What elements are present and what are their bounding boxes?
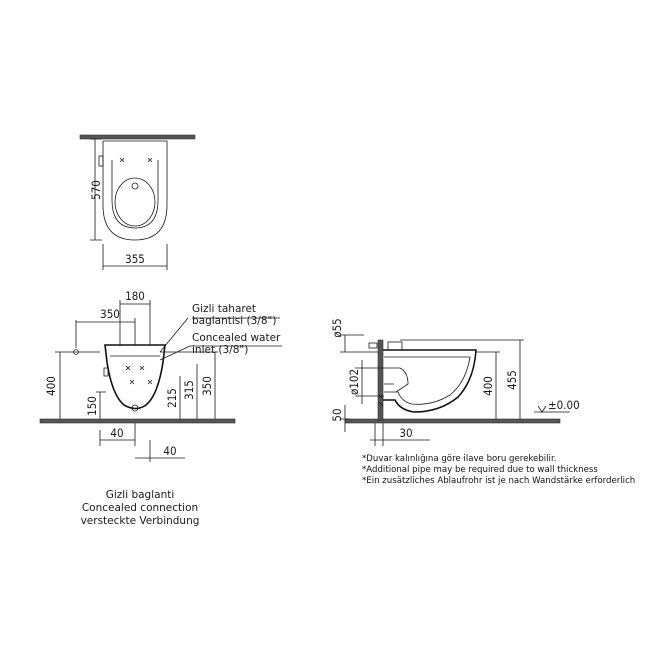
floor-level: ±0.00 bbox=[548, 398, 580, 412]
dim-line-400-side bbox=[476, 351, 500, 419]
dim-40-left: 40 bbox=[110, 426, 123, 440]
floor-strip bbox=[39, 418, 236, 424]
dim-line-150 bbox=[96, 391, 106, 419]
top-view: 570 355 bbox=[79, 134, 196, 270]
trap-path bbox=[384, 367, 409, 393]
side-inlet bbox=[103, 367, 109, 377]
dim-line-455 bbox=[400, 339, 524, 419]
bowl-side-outer bbox=[383, 349, 477, 413]
dim-315: 315 bbox=[182, 380, 196, 400]
dim-102: ø102 bbox=[347, 369, 361, 395]
fixing-marks bbox=[125, 365, 153, 385]
note-en: *Additional pipe may be required due to … bbox=[362, 465, 598, 475]
dim-line-depth bbox=[90, 138, 102, 241]
drain-point bbox=[131, 404, 139, 412]
dim-line-30 bbox=[370, 423, 430, 446]
callout-water-line2: inlet (3/8") bbox=[192, 344, 248, 356]
dim-150: 150 bbox=[85, 396, 99, 416]
dim-line-width bbox=[102, 244, 168, 270]
dim-line-350-side bbox=[160, 351, 218, 419]
callout-water-line1: Concealed water bbox=[192, 332, 281, 344]
top-connector bbox=[387, 341, 403, 351]
concealed-label-tr: Gizli baglanti bbox=[106, 489, 175, 501]
pipe-stub bbox=[368, 342, 378, 349]
note-tr: *Duvar kalınlığına göre ilave boru gerek… bbox=[362, 454, 556, 464]
dim-400: 400 bbox=[44, 376, 58, 396]
concealed-label-en: Concealed connection bbox=[82, 502, 198, 514]
concealed-label-de: versteckte Verbindung bbox=[81, 515, 200, 527]
bowl-outline bbox=[102, 140, 168, 241]
dim-line-55 bbox=[340, 334, 378, 353]
floor-strip-side bbox=[344, 418, 561, 424]
dim-400-side: 400 bbox=[481, 376, 495, 396]
callout-bidet-line2: baglantisi (3/8") bbox=[192, 315, 276, 327]
bowl-opening bbox=[114, 177, 156, 227]
dim-line-50 bbox=[340, 405, 350, 432]
dim-line-180 bbox=[119, 300, 151, 345]
floor-level-marker bbox=[534, 405, 570, 413]
dim-line-350-top bbox=[75, 318, 136, 348]
side-view: ø55 ø102 50 30 400 455 ±0.00 *Duvar kalı… bbox=[330, 318, 635, 486]
dim-30: 30 bbox=[399, 426, 412, 440]
callout-bidet-line1: Gizli taharet bbox=[192, 303, 256, 315]
dim-depth: 570 bbox=[89, 180, 103, 200]
dim-455: 455 bbox=[505, 370, 519, 390]
dim-line-40-left bbox=[99, 423, 136, 446]
wall-strip bbox=[79, 134, 196, 140]
dim-215: 215 bbox=[165, 388, 179, 408]
dim-40-right: 40 bbox=[163, 444, 176, 458]
bowl-side-inner bbox=[384, 356, 471, 405]
dim-180: 180 bbox=[125, 289, 145, 303]
callout-leaders bbox=[159, 317, 282, 361]
dim-line-102 bbox=[355, 360, 384, 404]
wall-section bbox=[377, 339, 384, 421]
dim-350-side: 350 bbox=[200, 376, 214, 396]
dim-50: 50 bbox=[330, 408, 344, 421]
dim-line-400 bbox=[55, 351, 100, 419]
dim-line-40-right bbox=[135, 440, 185, 462]
fixing-points bbox=[119, 157, 153, 163]
dim-55: ø55 bbox=[330, 318, 344, 338]
note-de: *Ein zusätzliches Ablaufrohr ist je nach… bbox=[362, 476, 635, 486]
bowl-front bbox=[104, 344, 166, 410]
front-view: 180 350 400 150 215 315 350 40 40 Gizli … bbox=[39, 289, 282, 527]
side-connector bbox=[98, 155, 104, 167]
bowl-rim bbox=[111, 160, 159, 229]
dim-350-top: 350 bbox=[100, 307, 120, 321]
seat-hinge bbox=[131, 182, 139, 190]
dim-width: 355 bbox=[125, 252, 145, 266]
